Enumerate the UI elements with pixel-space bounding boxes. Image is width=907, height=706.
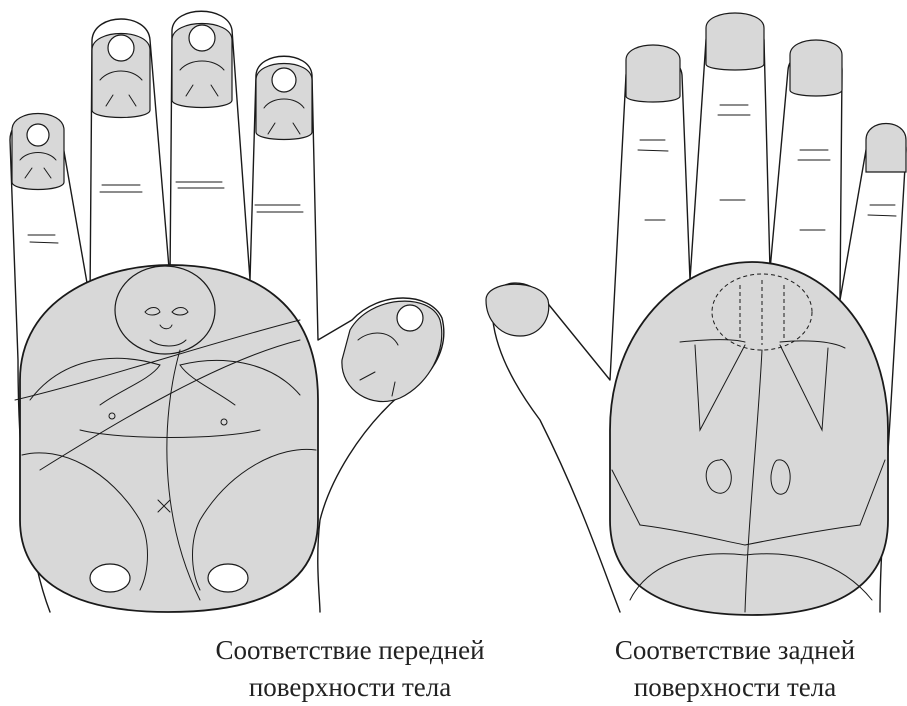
nail-ring: [790, 40, 842, 96]
front-caption: Соответствие передней поверхности тела: [200, 632, 500, 706]
fingertip-figure-index: [256, 64, 312, 140]
fingertip-figure-ring: [92, 34, 150, 118]
fingertip-figure-middle: [172, 24, 232, 108]
back-caption: Соответствие задней поверхности тела: [585, 632, 885, 706]
back-caption-line1: Соответствие задней: [585, 632, 885, 669]
nail-little: [866, 124, 906, 173]
front-caption-line1: Соответствие передней: [200, 632, 500, 669]
left-hand-palm: [10, 11, 444, 612]
right-hand-back: [486, 13, 906, 615]
back-body-figure: [610, 262, 888, 615]
palm-body-figure: [15, 265, 318, 612]
nail-thumb: [486, 284, 549, 336]
nail-index: [626, 45, 680, 102]
fingertip-figure-little: [12, 114, 64, 190]
front-caption-line2: поверхности тела: [200, 669, 500, 706]
nail-middle: [706, 13, 764, 70]
back-caption-line2: поверхности тела: [585, 669, 885, 706]
